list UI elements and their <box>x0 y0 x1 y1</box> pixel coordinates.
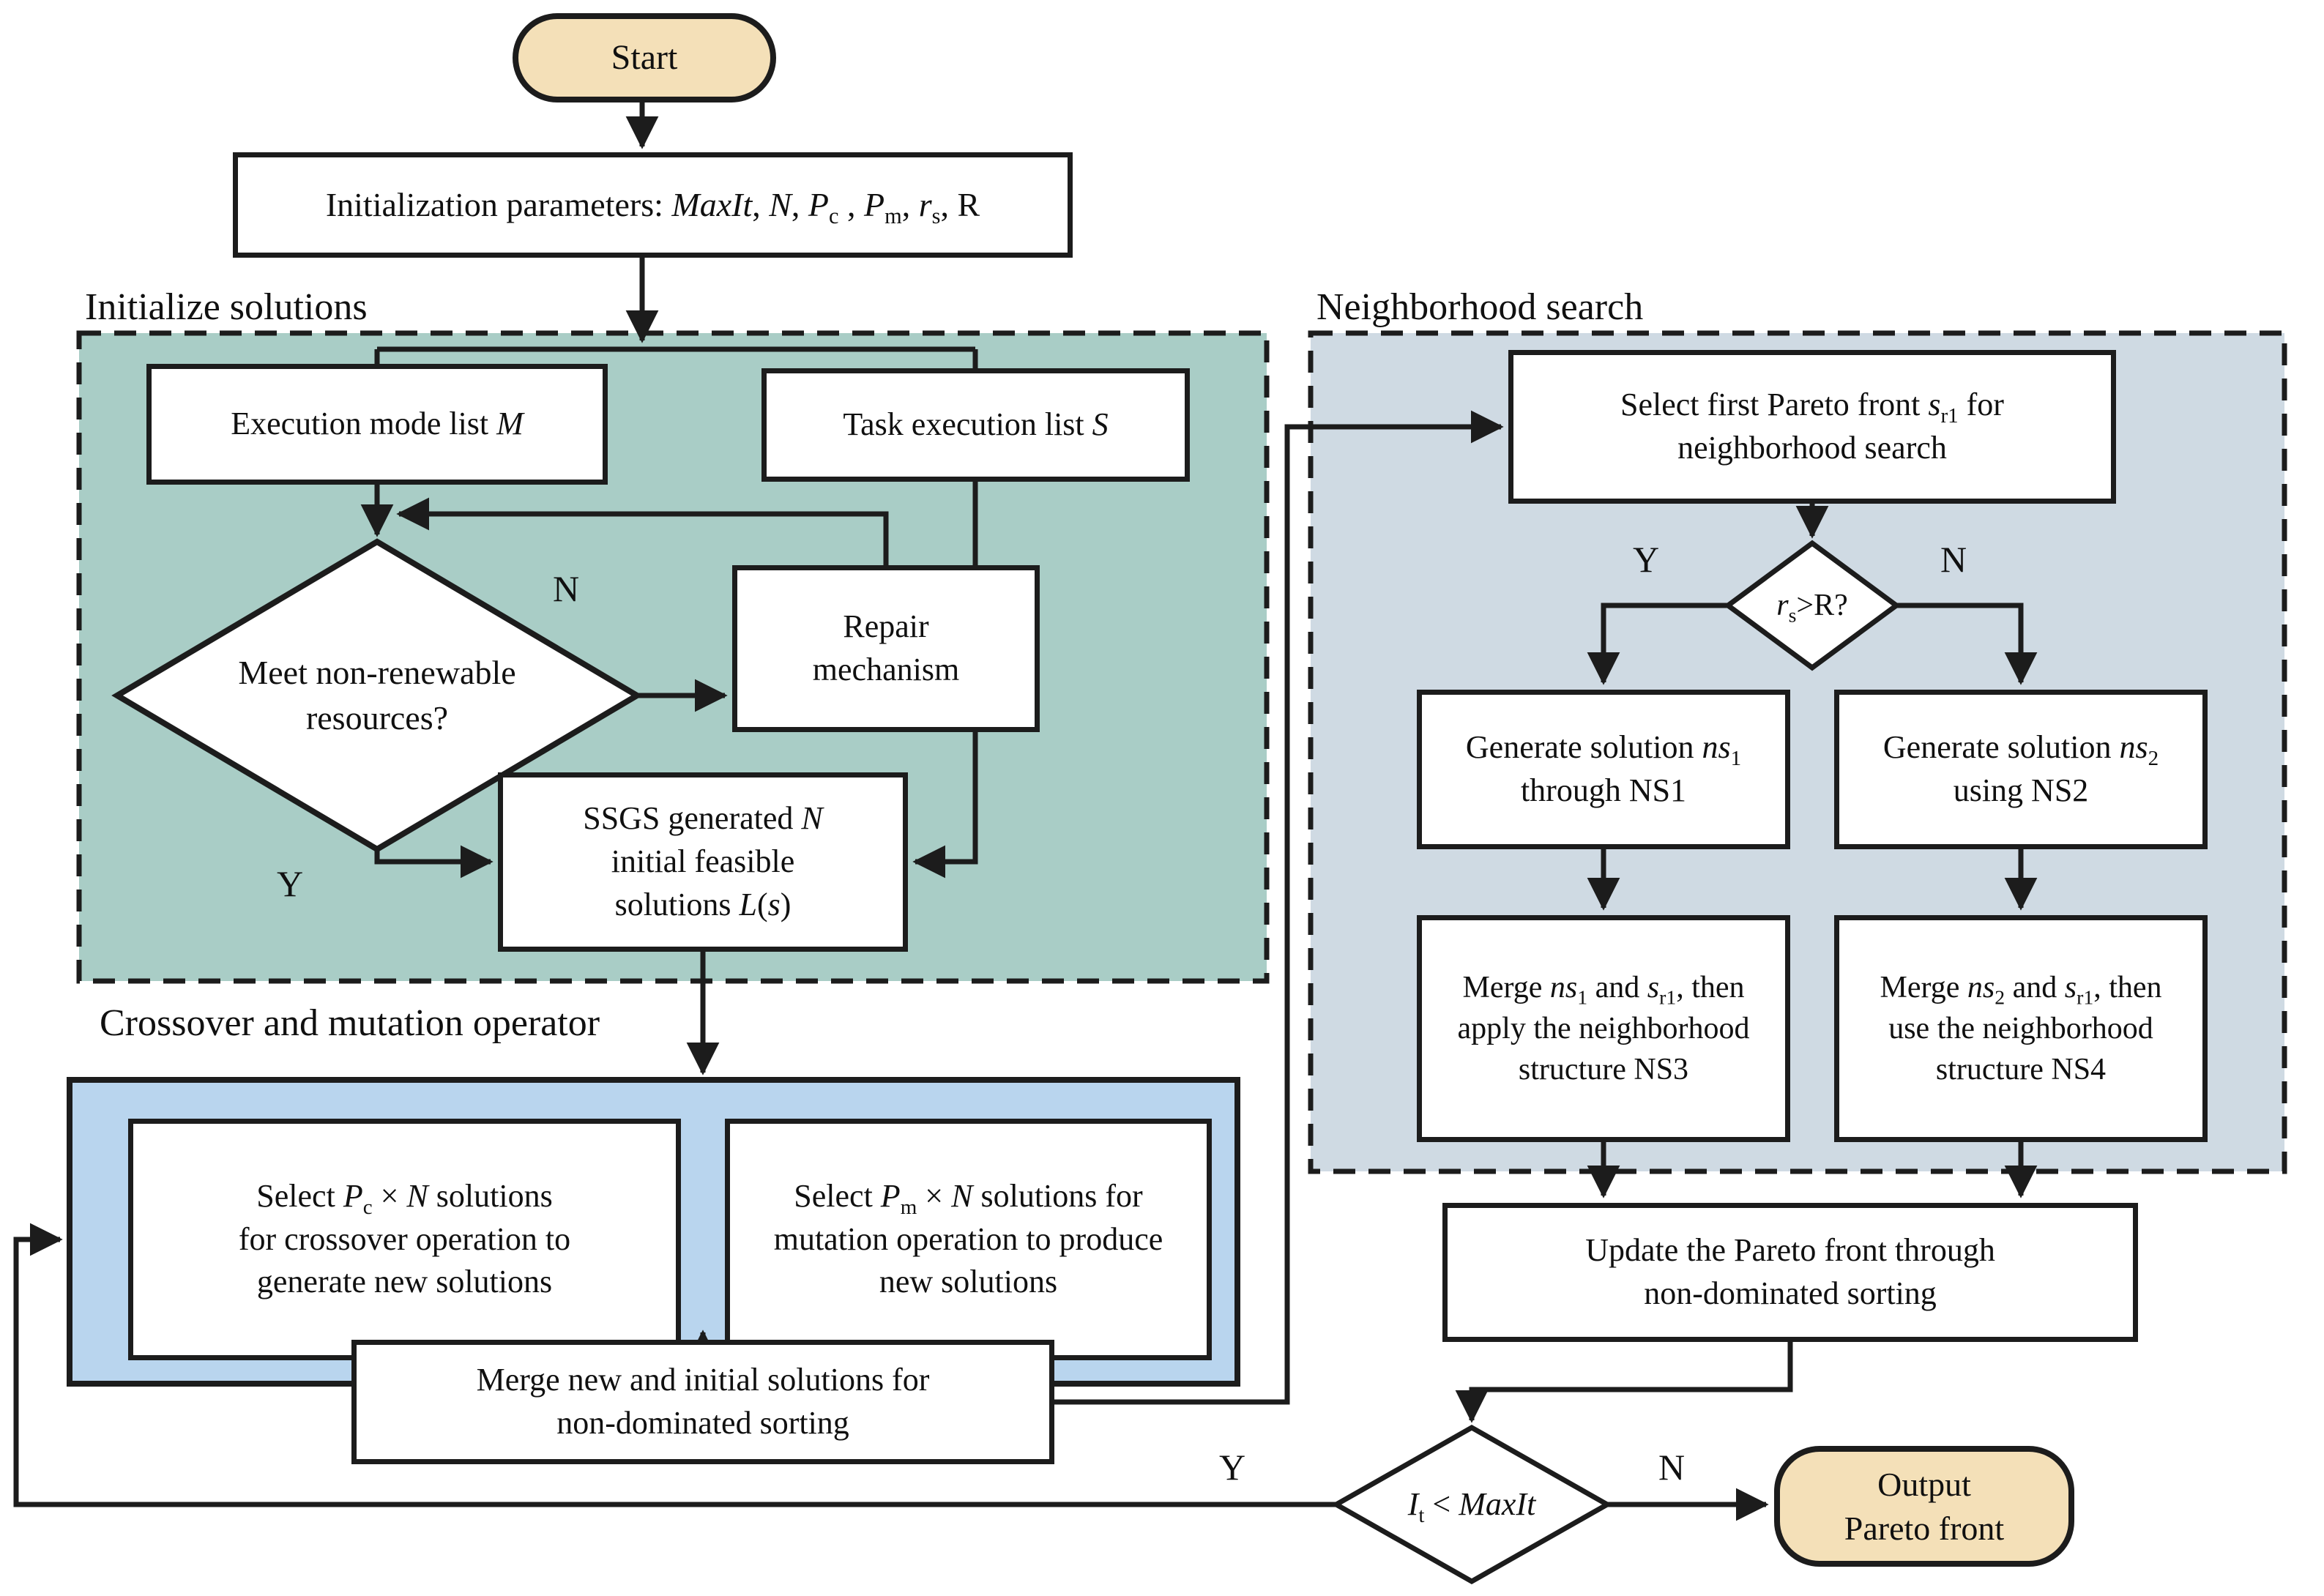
node-merge-ns4: Merge ns2 and sr1, then use the neighbor… <box>1834 915 2208 1142</box>
start-terminal: Start <box>513 13 776 102</box>
node-text-line: use the neighborhood <box>1888 1011 2153 1045</box>
node-text-line: structure NS3 <box>1518 1053 1689 1087</box>
node-text-line: new solutions <box>879 1264 1058 1300</box>
node-text-line: Generate solution ns1 <box>1465 729 1742 770</box>
connector-rs-yes-to-ns1 <box>1587 603 1728 685</box>
output-terminal: Output Pareto front <box>1774 1446 2074 1567</box>
section-label-initialize: Initialize solutions <box>85 286 368 328</box>
node-merge-solutions: Merge new and initial solutions for non-… <box>351 1340 1054 1464</box>
connector-rs-no-to-ns2 <box>1896 603 2038 685</box>
branch-label-iteration-yes: Y <box>1219 1447 1246 1488</box>
node-text-line: mutation operation to produce <box>773 1220 1163 1257</box>
connector-decision-yes-to-ssgs <box>374 845 494 879</box>
branch-label-meet-no: N <box>553 568 580 609</box>
node-generate-ns2: Generate solution ns2 using NS2 <box>1834 690 2208 849</box>
output-line: Pareto front <box>1844 1509 2005 1547</box>
node-text-line: Merge new and initial solutions for <box>476 1362 930 1398</box>
node-select-pareto: Select first Pareto front sr1 for neighb… <box>1508 350 2116 504</box>
node-generate-ns1: Generate solution ns1 through NS1 <box>1417 690 1790 849</box>
node-text-line: solutions L(s) <box>614 886 792 922</box>
node-crossover-select: Select Pc × N solutions for crossover op… <box>128 1119 681 1360</box>
node-text-line: non-dominated sorting <box>556 1405 849 1441</box>
branch-label-rs-no: N <box>1940 539 1967 580</box>
node-text-line: using NS2 <box>1953 772 2089 808</box>
node-update-pareto: Update the Pareto front through non-domi… <box>1442 1203 2138 1342</box>
connector-update-to-iteration <box>1455 1342 1793 1423</box>
node-text-line: apply the neighborhood <box>1457 1011 1750 1045</box>
node-init-params: Initialization parameters: MaxIt, N, Pc … <box>233 152 1073 258</box>
section-label-neighborhood: Neighborhood search <box>1316 286 1644 328</box>
node-text-line: Update the Pareto front through <box>1585 1232 1995 1269</box>
node-text-line: Select Pm × N solutions for <box>794 1177 1143 1219</box>
node-text-line: Execution mode list M <box>231 406 524 442</box>
node-text-line: Task execution list S <box>843 406 1109 443</box>
node-text-line: generate new solutions <box>256 1264 553 1300</box>
node-execution-mode-list: Execution mode list M <box>146 364 608 485</box>
connector-merge-to-select <box>1054 410 1504 1405</box>
node-text-line: mechanism <box>812 652 960 687</box>
output-line: Output <box>1877 1465 1971 1503</box>
node-text-line: initial feasible <box>611 843 795 880</box>
node-text-line: Merge ns2 and sr1, then <box>1880 970 2162 1008</box>
node-ssgs: SSGS generated N initial feasible soluti… <box>498 772 908 952</box>
node-merge-ns3: Merge ns1 and sr1, then apply the neighb… <box>1417 915 1790 1142</box>
decision-rs-greater-r <box>1724 540 1901 671</box>
connector-repair-return <box>396 497 889 565</box>
node-repair-mechanism: Repair mechanism <box>732 565 1040 732</box>
connector-iteration-yes-feedback <box>13 1223 1336 1507</box>
node-text-line: non-dominated sorting <box>1644 1275 1937 1311</box>
section-label-crossover: Crossover and mutation operator <box>100 1002 600 1044</box>
branch-label-rs-yes: Y <box>1633 539 1660 580</box>
node-text-line: Select Pc × N solutions <box>256 1177 553 1219</box>
node-mutation-select: Select Pm × N solutions for mutation ope… <box>725 1119 1212 1360</box>
start-label: Start <box>611 37 678 77</box>
decision-iteration <box>1330 1424 1613 1585</box>
node-text-line: through NS1 <box>1520 772 1687 808</box>
node-text-line: Select first Pareto front sr1 for <box>1620 387 2004 428</box>
node-text-line: for crossover operation to <box>238 1220 571 1257</box>
node-text-line: neighborhood search <box>1677 430 1947 466</box>
branch-label-iteration-no: N <box>1658 1447 1686 1488</box>
branch-label-meet-yes: Y <box>277 863 304 904</box>
node-text-line: Merge ns1 and sr1, then <box>1462 970 1745 1008</box>
node-text-line: SSGS generated N <box>583 800 823 837</box>
node-text-line: Initialization parameters: MaxIt, N, Pc … <box>325 186 980 229</box>
node-text-line: structure NS4 <box>1935 1053 2107 1087</box>
node-text-line: Repair <box>843 608 929 645</box>
node-text-line: Generate solution ns2 <box>1882 729 2159 770</box>
node-task-execution-list: Task execution list S <box>761 368 1190 482</box>
